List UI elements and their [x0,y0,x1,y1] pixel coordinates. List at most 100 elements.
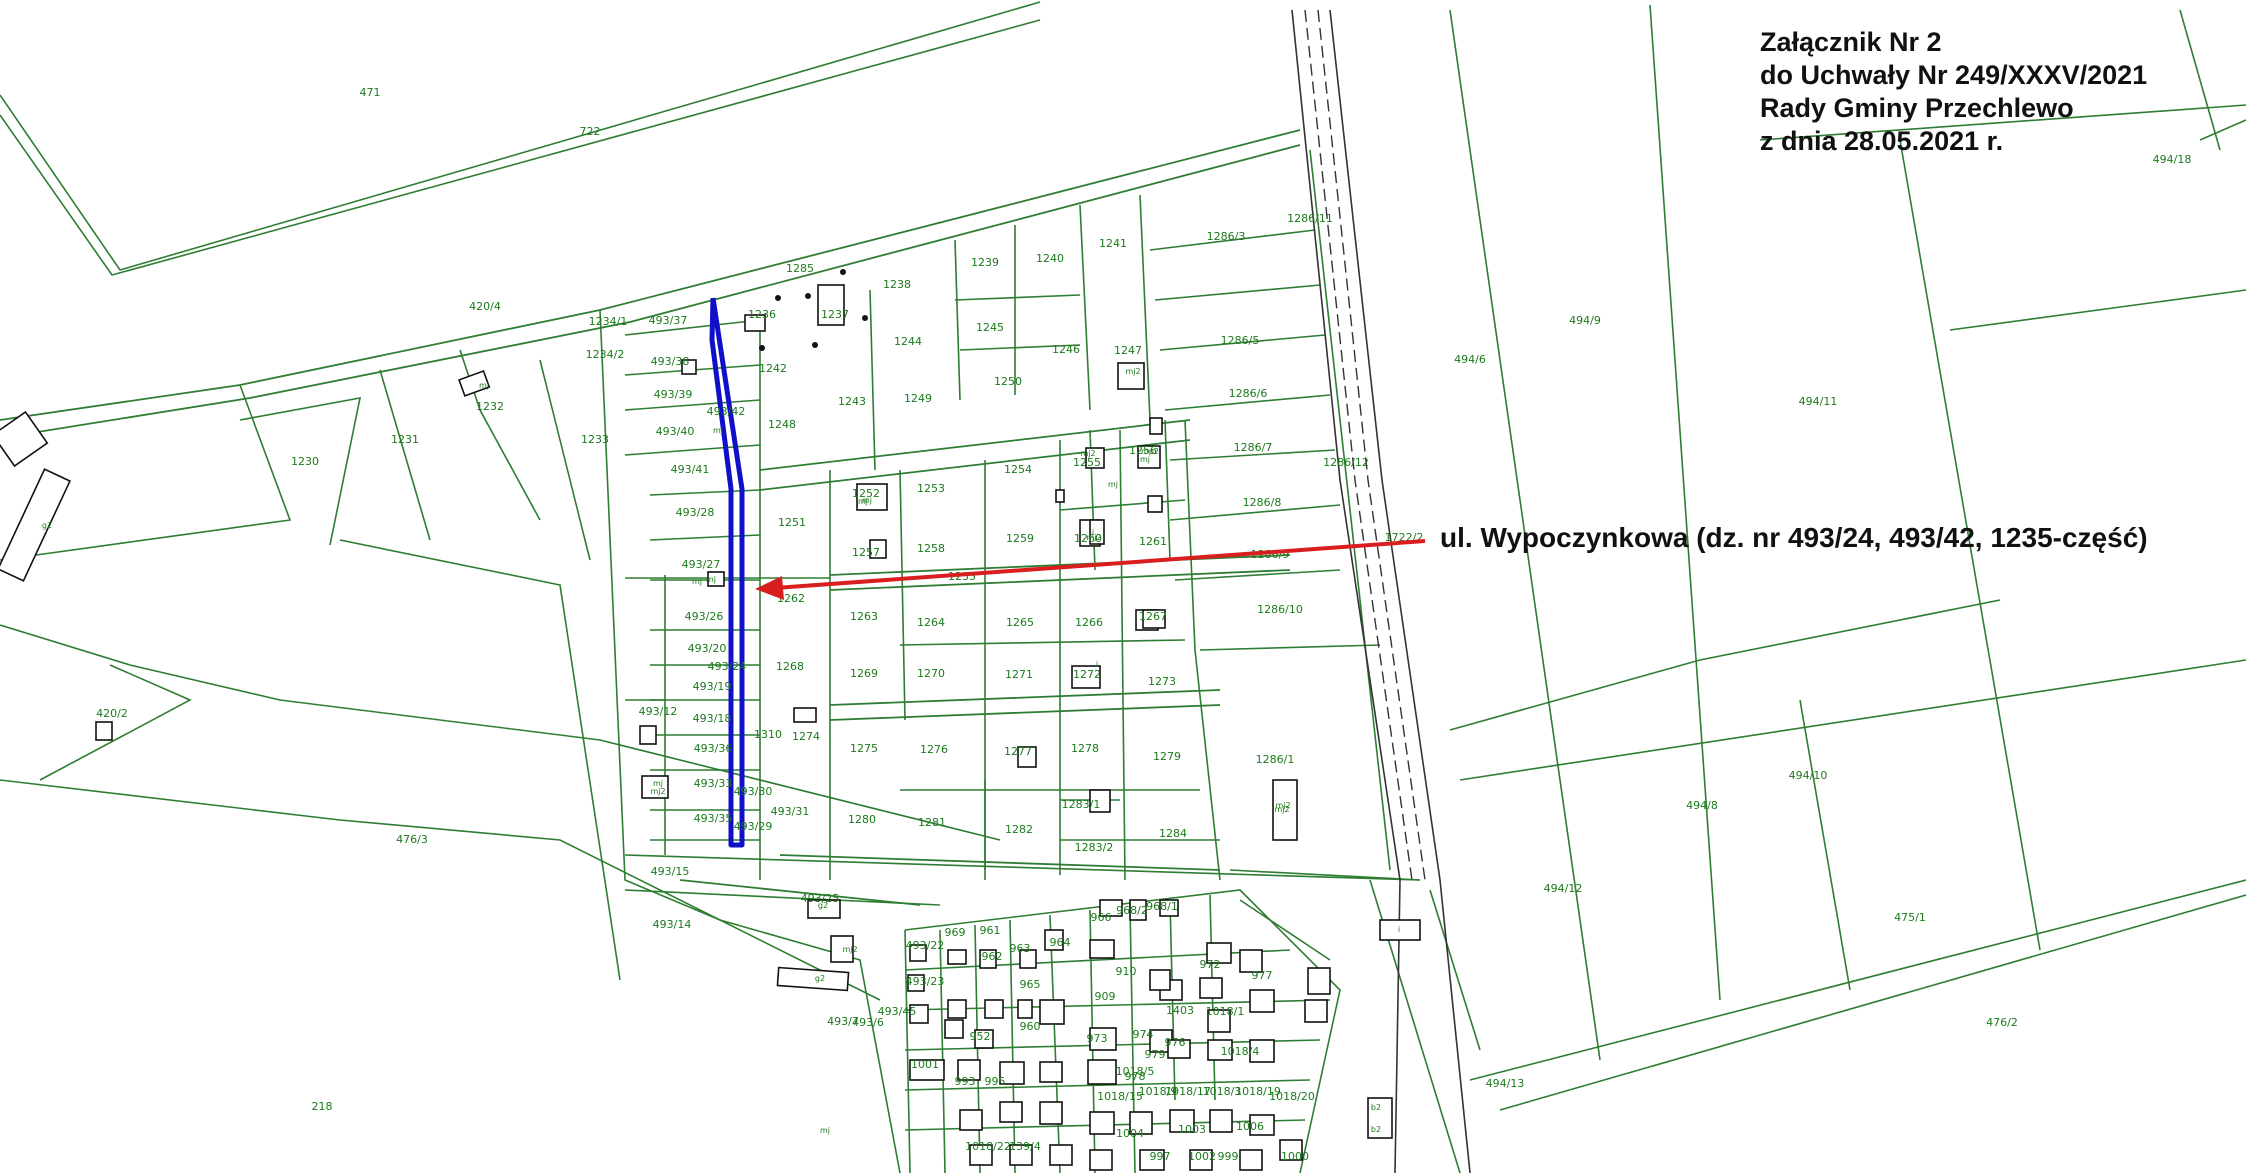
parcel-label: 1018/22 [965,1140,1011,1153]
parcel-label: 1234/2 [586,348,625,361]
building-label: mj2 [842,945,857,954]
parcel-label: 973 [1087,1032,1108,1045]
parcel-label: 978 [1125,1070,1146,1083]
parcel-label: 1006 [1236,1120,1264,1133]
parcel-label: 493/33 [694,777,733,790]
parcel-label: 1261 [1139,535,1167,548]
parcel-label: 493/12 [639,705,678,718]
parcel-label: 493/39 [654,388,693,401]
parcel-label: 1018/4 [1221,1045,1260,1058]
parcel-label: 1240 [1036,252,1064,265]
building-label: mj2 [1125,367,1140,376]
parcel-label: 999 [1218,1150,1239,1163]
street-wypoczynkowa-highlight [709,297,745,848]
parcel-label: 493/23 [906,975,945,988]
title-line-4: z dnia 28.05.2021 r. [1760,126,2004,156]
parcel-label: 493/19 [693,680,732,693]
parcel-label: 910 [1116,965,1137,978]
parcel-label: 1018/3 [1203,1085,1242,1098]
parcel-label: 1257 [852,546,880,559]
parcel-label-layer: 471722420/412301231123212331234/11234/24… [96,86,2191,1163]
annotation-arrow [755,539,1426,600]
parcel-label: 494/12 [1544,882,1583,895]
parcel-label: 1260 [1074,532,1102,545]
parcel-label: 493/37 [649,314,688,327]
parcel-label: 493/14 [653,918,692,931]
parcel-label: 493/36 [694,742,733,755]
building-label: mp2 [1141,447,1159,456]
parcel-label: 993 [955,1075,976,1088]
building-label: mj2 [1274,805,1289,814]
parcel-label: 1238 [883,278,911,291]
parcel-label: 1253 [917,482,945,495]
parcel-label: 420/2 [96,707,128,720]
parcel-label: 1273 [1148,675,1176,688]
building-label: b2 [1371,1103,1381,1112]
parcel-label: 1282 [1005,823,1033,836]
building-label: mj [713,426,723,435]
street-annotation-label: ul. Wypoczynkowa (dz. nr 493/24, 493/42,… [1440,522,2148,553]
building-label: g2 [818,901,828,910]
building-label: mj [692,577,702,586]
parcel-label: 1264 [917,616,945,629]
parcel-label: 1284 [1159,827,1187,840]
parcel-label: 493/6 [852,1016,884,1029]
parcel-label: 1265 [1006,616,1034,629]
parcel-label: 1233 [581,433,609,446]
title-line-2: do Uchwały Nr 249/XXXV/2021 [1760,60,2148,90]
parcel-label: 964 [1050,936,1071,949]
parcel-label: 493/29 [734,820,773,833]
building-label: mj [862,496,872,505]
parcel-label: 968/2 [1116,904,1148,917]
parcel-label: 1279 [1153,750,1181,763]
parcel-label: 722 [580,125,601,138]
parcel-label: 1236 [748,308,776,321]
parcel-label: 493/31 [771,805,810,818]
arrow-head [755,576,784,600]
parcel-label: 494/8 [1686,799,1718,812]
building-label: g2 [42,521,52,530]
parcel-label: 1244 [894,335,922,348]
parcel-label: 995 [985,1075,1006,1088]
survey-points [759,269,868,351]
parcel-label: 1403 [1166,1004,1194,1017]
parcel-label: 1002 [1188,1150,1216,1163]
parcel-label: 1246 [1052,343,1080,356]
parcel-label: 420/4 [469,300,501,313]
parcel-label: 1269 [850,667,878,680]
parcel-label: 961 [980,924,1001,937]
parcel-label: 962 [982,950,1003,963]
parcel-label: 1286/12 [1323,456,1369,469]
parcel-label: 974 [1133,1028,1154,1041]
title-block: Załącznik Nr 2 do Uchwały Nr 249/XXXV/20… [1760,26,2147,158]
parcel-label: 969 [945,926,966,939]
parcel-label: 493/22 [906,939,945,952]
parcel-label: 1004 [1116,1127,1144,1140]
parcel-label: 494/9 [1569,314,1601,327]
building-label: mj2 [1080,449,1095,458]
parcel-label: 965 [1020,978,1041,991]
parcel-label: 1286/7 [1234,441,1273,454]
parcel-label: 1247 [1114,344,1142,357]
parcel-label: 1270 [917,667,945,680]
parcel-label: 1285 [786,262,814,275]
building-label: mj2 [1086,533,1101,542]
parcel-label: 1256 [1129,444,1157,457]
parcel-label: 1274 [792,730,820,743]
building-label: mj [858,497,868,506]
parcel-label: 966 [1091,911,1112,924]
building-label: i [1096,660,1098,669]
building-label: g2 [815,974,825,983]
parcel-label: 471 [360,86,381,99]
arrow-shaft [774,539,1426,590]
building-label: mj [1140,455,1150,464]
parcel-label: 1239 [971,256,999,269]
parcel-label: 1283/1 [1062,798,1101,811]
parcel-label: 476/3 [396,833,428,846]
parcel-label: 1268 [776,660,804,673]
building-label: mj2 [1275,801,1290,810]
parcel-label: 1231 [391,433,419,446]
parcel-label: 493/15 [651,865,690,878]
building-label: mj [1108,480,1118,489]
parcel-label: 218 [312,1100,333,1113]
